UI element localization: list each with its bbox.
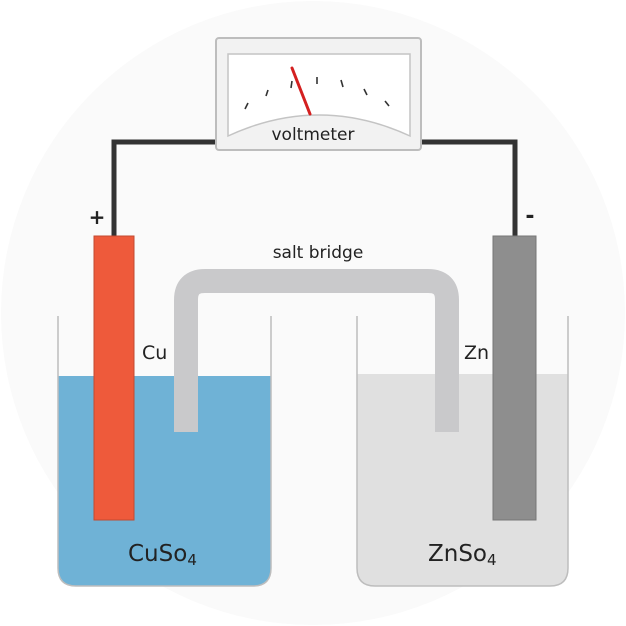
copper-electrode	[93, 235, 135, 521]
zinc-label: Zn	[464, 342, 489, 364]
voltmeter-needle	[290, 66, 312, 116]
wire-right	[420, 139, 518, 236]
salt-bridge-label: salt bridge	[273, 243, 364, 263]
cuso4-label: CuSo4	[128, 541, 197, 569]
voltmeter-label: voltmeter	[272, 125, 355, 145]
voltmeter-ticks	[244, 77, 390, 110]
zinc-electrode	[492, 235, 537, 521]
wire-left	[111, 139, 217, 236]
negative-sign: -	[525, 204, 534, 229]
salt-bridge	[174, 269, 459, 432]
copper-label: Cu	[142, 342, 167, 364]
znso4-label: ZnSo4	[428, 541, 497, 569]
right-beaker-glass	[356, 316, 569, 587]
left-beaker-glass	[57, 316, 272, 587]
voltmeter-dial	[227, 53, 411, 138]
positive-sign: +	[89, 205, 106, 229]
voltmeter: voltmeter	[215, 37, 422, 151]
